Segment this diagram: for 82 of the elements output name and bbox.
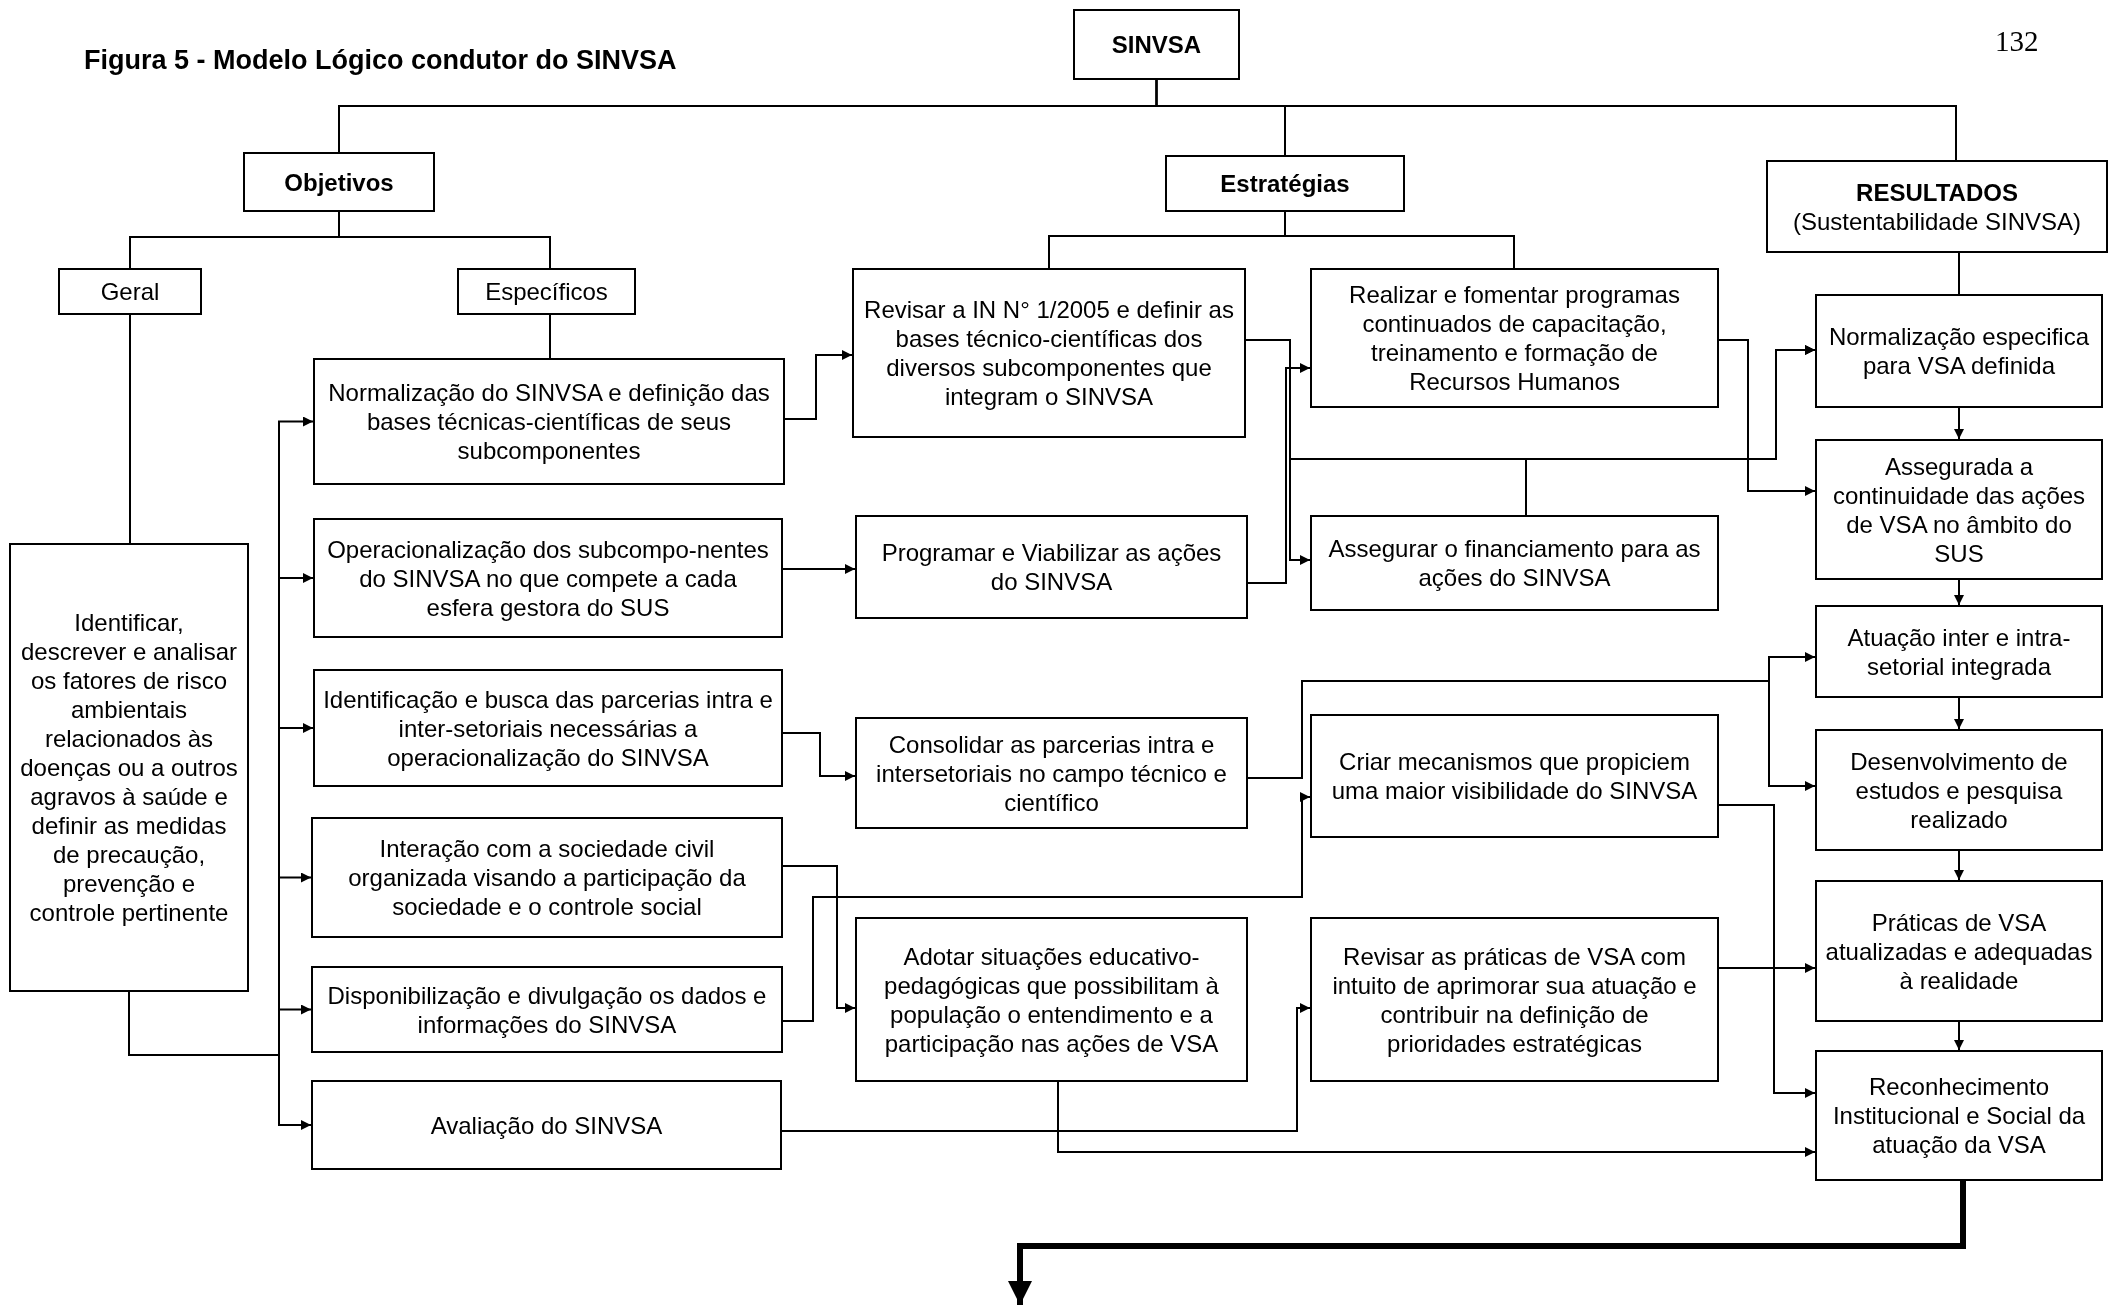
process-box <box>313 358 785 485</box>
box-text: Reconhecimento Institucional e Social da atuação da VSA <box>1831 1072 2087 1159</box>
process-box <box>1766 160 2108 253</box>
process-box <box>243 152 435 212</box>
connector-line <box>129 314 131 544</box>
box-text: Programar e Viabilizar as ações do SINVSA <box>880 538 1223 596</box>
connector-line <box>338 211 551 269</box>
box-text: Realizar e fomentar programas continuados de capacitação, treinamento e formação de Recursos Humanos <box>1348 280 1681 396</box>
process-box <box>1310 268 1719 408</box>
process-box <box>1815 880 2103 1022</box>
process-box <box>1310 515 1719 611</box>
process-box <box>457 268 636 315</box>
process-box <box>311 1080 782 1170</box>
process-box <box>311 817 783 938</box>
process-box <box>855 717 1248 829</box>
box-text: Normalização especifica para VSA definida <box>1827 322 2091 380</box>
box-text: Criar mecanismos que propiciem uma maior visibilidade do SINVSA <box>1330 747 1699 805</box>
box-text: Revisar a IN N° 1/2005 e definir as bases técnico-científicas dos diversos subcomponentes que integram o SINVSA <box>863 295 1235 411</box>
process-box <box>1165 155 1405 212</box>
box-text: Consolidar as parcerias intra e intersetoriais no campo técnico e científico <box>875 729 1228 817</box>
arrow <box>781 1003 1311 1132</box>
connector-line <box>1958 252 1960 295</box>
arrow <box>1954 850 1964 881</box>
box-text: Adotar situações educativo-pedagógicas que possibilitam à população o entendimento e a participação nas ações de VSA <box>883 941 1220 1058</box>
arrow <box>1954 697 1964 730</box>
process-box <box>313 518 783 638</box>
process-box <box>1815 605 2103 698</box>
box-text: Identificar, descrever e analisar os fatores de risco ambientais relacionados às doenças ou a outros agravos à saúde e definir as medidas de precaução, prevenção e controle pertinente <box>19 608 239 927</box>
page-number: 132 <box>1995 24 2039 58</box>
process-box <box>1815 1050 2103 1181</box>
arrow <box>1954 407 1964 440</box>
arrow <box>782 732 856 781</box>
connector-line <box>1155 79 1957 161</box>
process-box <box>58 268 202 315</box>
process-box <box>9 543 249 992</box>
box-text: Identificação e busca das parcerias intra e inter-setoriais necessárias a operacionalização do SINVSA <box>323 684 773 772</box>
connector-line <box>549 314 551 359</box>
box-text: Atuação inter e intra-setorial integrada <box>1846 622 2072 681</box>
process-box <box>855 515 1248 619</box>
arrow <box>1525 345 1816 516</box>
arrow <box>1718 804 1816 1098</box>
process-box <box>1815 729 2103 851</box>
process-box <box>311 966 783 1053</box>
process-box <box>1073 9 1240 80</box>
process-box <box>1310 917 1719 1082</box>
box-text: Disponibilização e divulgação os dados e informações do SINVSA <box>326 980 768 1039</box>
process-box <box>855 917 1248 1082</box>
box-text: Revisar as práticas de VSA com intuito de aprimorar sua atuação e contribuir na definição de prioridades estratégicas <box>1331 941 1698 1058</box>
box-text: Desenvolvimento de estudos e pesquisa realizado <box>1849 746 2069 834</box>
arrow <box>782 564 856 574</box>
box-subtitle: (Sustentabilidade SINVSA) <box>1792 206 2082 236</box>
box-text: Estratégias <box>1220 169 1350 198</box>
box-text: Objetivos <box>284 167 394 197</box>
process-box <box>852 268 1246 438</box>
arrow <box>1718 963 1816 973</box>
arrow <box>128 991 312 1130</box>
arrow <box>1057 1081 1816 1157</box>
box-heading: RESULTADOS <box>1856 177 2018 207</box>
arrow <box>784 350 853 420</box>
box-text: Assegurar o financiamento para as ações do SINVSA <box>1327 534 1702 592</box>
figure-title: Figura 5 - Modelo Lógico condutor do SINVSA <box>84 44 677 76</box>
process-box <box>1815 439 2103 580</box>
process-box <box>1815 294 2103 408</box>
arrow <box>782 792 1311 1022</box>
box-text: Operacionalização dos subcompo-nentes do SINVSA no que compete a cada esfera gestora do SUS <box>326 534 770 622</box>
arrow <box>1008 1181 1966 1305</box>
connector-line <box>1284 211 1515 269</box>
box-text: Práticas de VSA atualizadas e adequadas à realidade <box>1825 907 2093 995</box>
box-text: Normalização do SINVSA e definição das bases técnicas-científicas de seus subcomponentes <box>327 378 771 465</box>
box-text: Geral <box>100 277 160 306</box>
arrow <box>1247 363 1311 584</box>
process-box <box>313 669 783 787</box>
box-text: Assegurada a continuidade das ações de VSA no âmbito do SUS <box>1831 451 2087 568</box>
box-text: Interação com a sociedade civil organizada visando a participação da sociedade e o controle social <box>347 834 747 921</box>
box-text: SINVSA <box>1111 30 1202 59</box>
arrow <box>1954 1021 1964 1051</box>
arrow <box>1954 579 1964 606</box>
arrow <box>782 865 856 1013</box>
box-text: Avaliação do SINVSA <box>430 1110 663 1140</box>
arrow <box>1718 339 1816 496</box>
box-text: Específicos <box>485 277 608 306</box>
process-box <box>1310 714 1719 838</box>
